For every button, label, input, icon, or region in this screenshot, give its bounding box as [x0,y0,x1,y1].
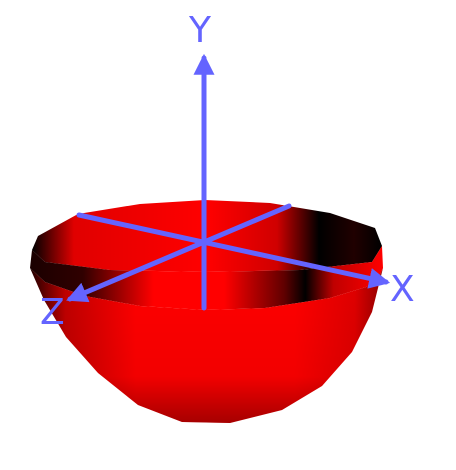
x-axis-label: X [390,269,415,310]
x-axis [76,212,391,289]
z-axis [66,203,292,303]
bowl-inner-back-wall [32,200,382,272]
bowl-outer-shade [30,268,383,423]
axes [66,53,391,311]
z-axis-label: Z [40,292,65,333]
bowl-surface [30,200,383,423]
y-axis-label: Y [188,10,212,51]
